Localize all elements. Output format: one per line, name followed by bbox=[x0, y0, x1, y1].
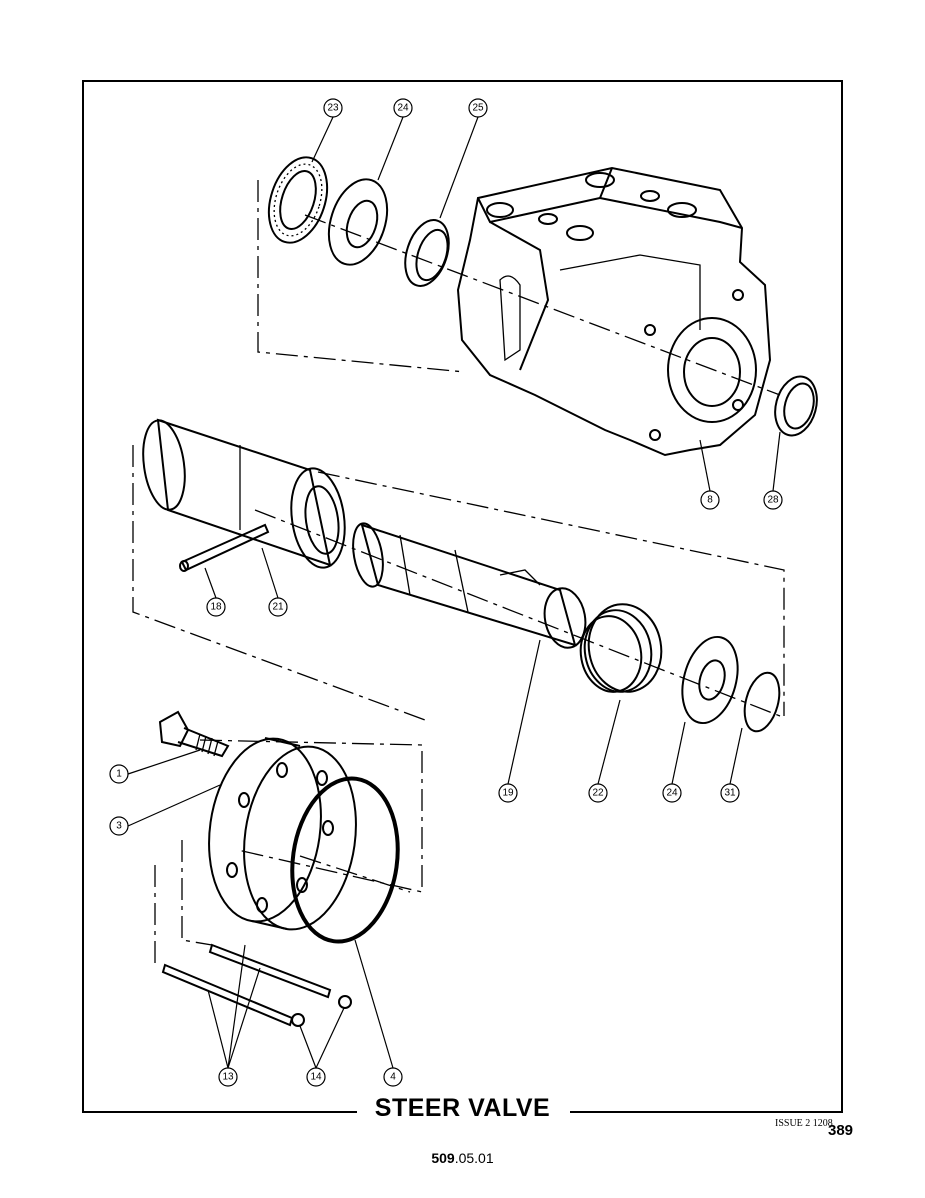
leader-lines bbox=[127, 116, 781, 1069]
callout-8: 8 bbox=[700, 490, 720, 510]
callout-24-mid: 24 bbox=[662, 783, 682, 803]
washer-24-mid bbox=[681, 635, 739, 725]
svg-text:22: 22 bbox=[592, 788, 604, 799]
callout-13: 13 bbox=[218, 1067, 238, 1087]
issue-label: ISSUE 2 1208 bbox=[775, 1118, 833, 1129]
callout-14: 14 bbox=[306, 1067, 326, 1087]
callout-4: 4 bbox=[383, 1067, 403, 1087]
seal-25 bbox=[404, 219, 450, 287]
svg-text:13: 13 bbox=[222, 1072, 234, 1083]
spool-19 bbox=[352, 522, 587, 649]
frame-bottom-rule-left bbox=[82, 1111, 357, 1113]
svg-text:21: 21 bbox=[272, 602, 284, 613]
callout-23: 23 bbox=[323, 98, 343, 118]
thrust-bearing-23 bbox=[267, 156, 329, 244]
callout-25: 25 bbox=[468, 98, 488, 118]
callout-3: 3 bbox=[109, 816, 129, 836]
svg-text:24: 24 bbox=[666, 788, 678, 799]
svg-text:28: 28 bbox=[767, 495, 779, 506]
valve-housing-8 bbox=[456, 166, 772, 457]
svg-text:25: 25 bbox=[472, 103, 484, 114]
callout-1: 1 bbox=[109, 764, 129, 784]
page-title: STEER VALVE bbox=[374, 1094, 551, 1122]
callout-24-top: 24 bbox=[393, 98, 413, 118]
callout-21: 21 bbox=[268, 597, 288, 617]
svg-text:14: 14 bbox=[310, 1072, 322, 1083]
bolt-1 bbox=[158, 710, 230, 758]
snap-ring-28 bbox=[774, 375, 818, 437]
reference-number-rest: .05.01 bbox=[454, 1150, 494, 1166]
svg-text:18: 18 bbox=[210, 602, 222, 613]
callout-19: 19 bbox=[498, 783, 518, 803]
svg-text:24: 24 bbox=[397, 103, 409, 114]
page-number: 389 bbox=[828, 1122, 854, 1139]
pin-18 bbox=[179, 523, 270, 572]
reference-number: 509.05.01 bbox=[0, 1150, 925, 1166]
callout-31: 31 bbox=[720, 783, 740, 803]
svg-text:23: 23 bbox=[327, 103, 339, 114]
drawing-frame bbox=[82, 80, 843, 1113]
callout-28: 28 bbox=[763, 490, 783, 510]
svg-text:31: 31 bbox=[724, 788, 736, 799]
svg-text:1: 1 bbox=[116, 769, 122, 780]
pins-13 bbox=[161, 943, 332, 1027]
washer-24-top bbox=[327, 178, 389, 266]
callout-22: 22 bbox=[588, 783, 608, 803]
sleeve-21 bbox=[142, 418, 346, 569]
frame-bottom-rule-right bbox=[570, 1111, 843, 1113]
svg-text:3: 3 bbox=[116, 821, 122, 832]
end-cap-3 bbox=[208, 737, 357, 931]
ring-31 bbox=[743, 671, 781, 733]
balls-14 bbox=[291, 995, 352, 1027]
svg-text:19: 19 bbox=[502, 788, 514, 799]
reference-number-bold: 509 bbox=[431, 1150, 455, 1166]
o-ring-4 bbox=[290, 776, 400, 944]
svg-text:4: 4 bbox=[390, 1072, 396, 1083]
callout-18: 18 bbox=[206, 597, 226, 617]
spring-22 bbox=[579, 603, 663, 693]
svg-text:8: 8 bbox=[707, 495, 713, 506]
